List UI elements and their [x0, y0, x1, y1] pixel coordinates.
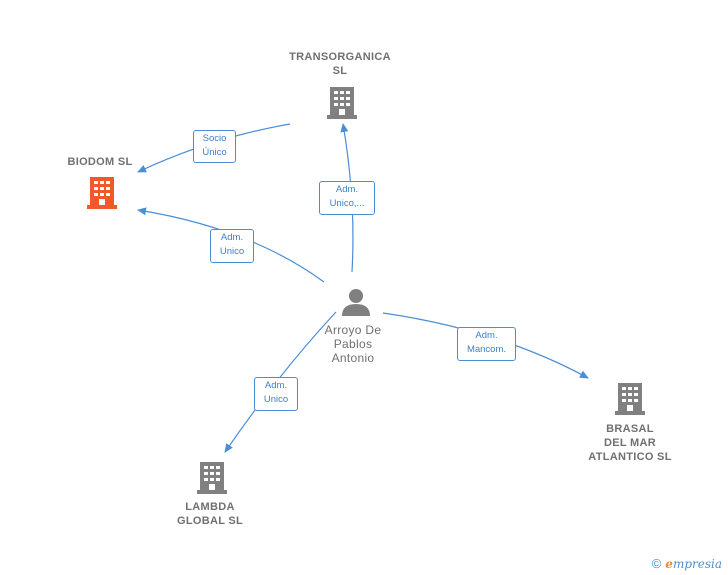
node-label-brasal[interactable]: BRASAL DEL MAR ATLANTICO SL	[588, 423, 672, 463]
building-icon[interactable]	[197, 462, 227, 494]
edge-label-adm-unico-lambda[interactable]: Adm. Unico	[254, 377, 298, 411]
copyright-symbol: ©	[651, 556, 662, 571]
edge-label-socio-unico[interactable]: Socio Único	[193, 130, 236, 163]
node-label-lambda[interactable]: LAMBDA GLOBAL SL	[176, 501, 244, 527]
brand-wordmark: empresia	[665, 556, 722, 571]
building-icon-highlight[interactable]	[87, 177, 117, 209]
edge-label-adm-mancom-brasal[interactable]: Adm. Mancom.	[457, 327, 516, 361]
building-icon[interactable]	[327, 87, 357, 119]
node-label-biodom[interactable]: BIODOM SL	[67, 156, 133, 168]
person-icon[interactable]	[342, 289, 370, 316]
edge-label-adm-unico-transorganica[interactable]: Adm. Unico,...	[319, 181, 375, 215]
node-label-transorganica[interactable]: TRANSORGANICA SL	[289, 51, 391, 77]
building-icon[interactable]	[615, 383, 645, 415]
edge-label-adm-unico-biodom[interactable]: Adm. Unico	[210, 229, 254, 263]
brand-logo: © empresia	[652, 556, 722, 571]
node-label-person[interactable]: Arroyo De Pablos Antonio	[324, 323, 382, 365]
